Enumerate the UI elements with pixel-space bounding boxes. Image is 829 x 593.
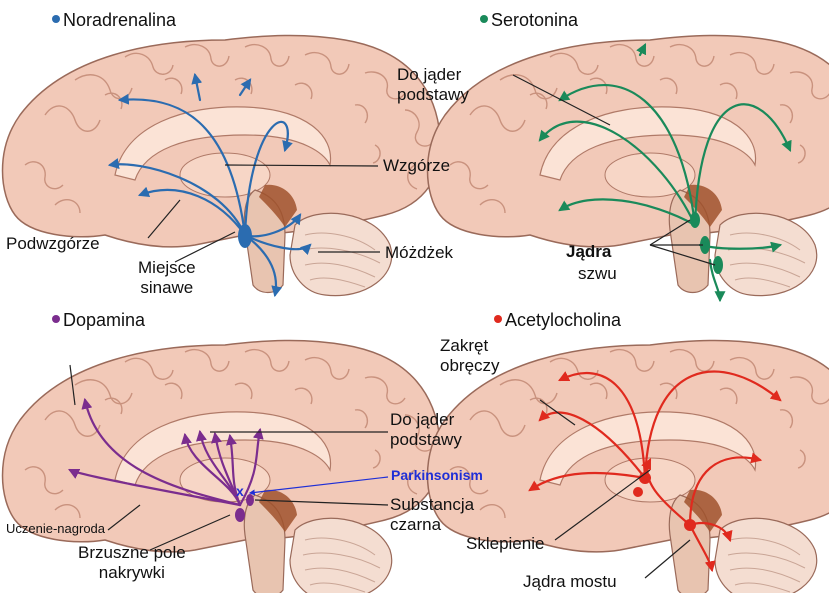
- substantia-marker: [246, 494, 254, 506]
- parkinsonism-x-mark: x: [236, 483, 244, 499]
- basal-forebrain-marker-2: [633, 487, 643, 497]
- label-locus-coeruleus: Miejsce sinawe: [138, 258, 196, 297]
- label-cingulate-gyrus: Zakręt obręczy: [440, 336, 500, 375]
- brain-acetylcholine: [428, 340, 829, 593]
- panel-title-noradrenaline: Noradrenalina: [52, 10, 176, 31]
- locus-coeruleus-marker: [238, 224, 252, 248]
- brain-dopamine: [3, 340, 441, 593]
- label-pontine-nuclei: Jądra mostu: [523, 572, 617, 592]
- acetylcholine-dot-icon: [494, 315, 502, 323]
- label-raphe-nuclei: Jądra: [566, 242, 611, 262]
- label-fornix: Sklepienie: [466, 534, 544, 554]
- label-hypothalamus: Podwzgórze: [6, 234, 100, 254]
- label-vta: Brzuszne pole nakrywki: [78, 543, 186, 582]
- panel-title-dopamine: Dopamina: [52, 310, 145, 331]
- label-basal-ganglia-dopamine: Do jąder podstawy: [390, 410, 462, 449]
- raphe-marker-1: [690, 212, 700, 228]
- label-parkinsonism: Parkinsonism: [391, 467, 483, 483]
- label-thalamus: Wzgórze: [383, 156, 450, 176]
- dopamine-dot-icon: [52, 315, 60, 323]
- label-reward-learning: Uczenie-nagroda: [6, 522, 105, 537]
- label-basal-ganglia-serotonin: Do jąder podstawy: [397, 65, 469, 104]
- serotonin-dot-icon: [480, 15, 488, 23]
- noradrenaline-dot-icon: [52, 15, 60, 23]
- label-raphe-sub: szwu: [578, 264, 617, 284]
- brain-serotonin: [428, 35, 829, 295]
- label-cerebellum: Móżdżek: [385, 243, 453, 263]
- panel-title-serotonin: Serotonina: [480, 10, 578, 31]
- label-substantia-nigra: Substancja czarna: [390, 495, 474, 534]
- vta-marker: [235, 508, 245, 522]
- panel-title-acetylcholine: Acetylocholina: [494, 310, 621, 331]
- pontine-marker: [684, 519, 696, 531]
